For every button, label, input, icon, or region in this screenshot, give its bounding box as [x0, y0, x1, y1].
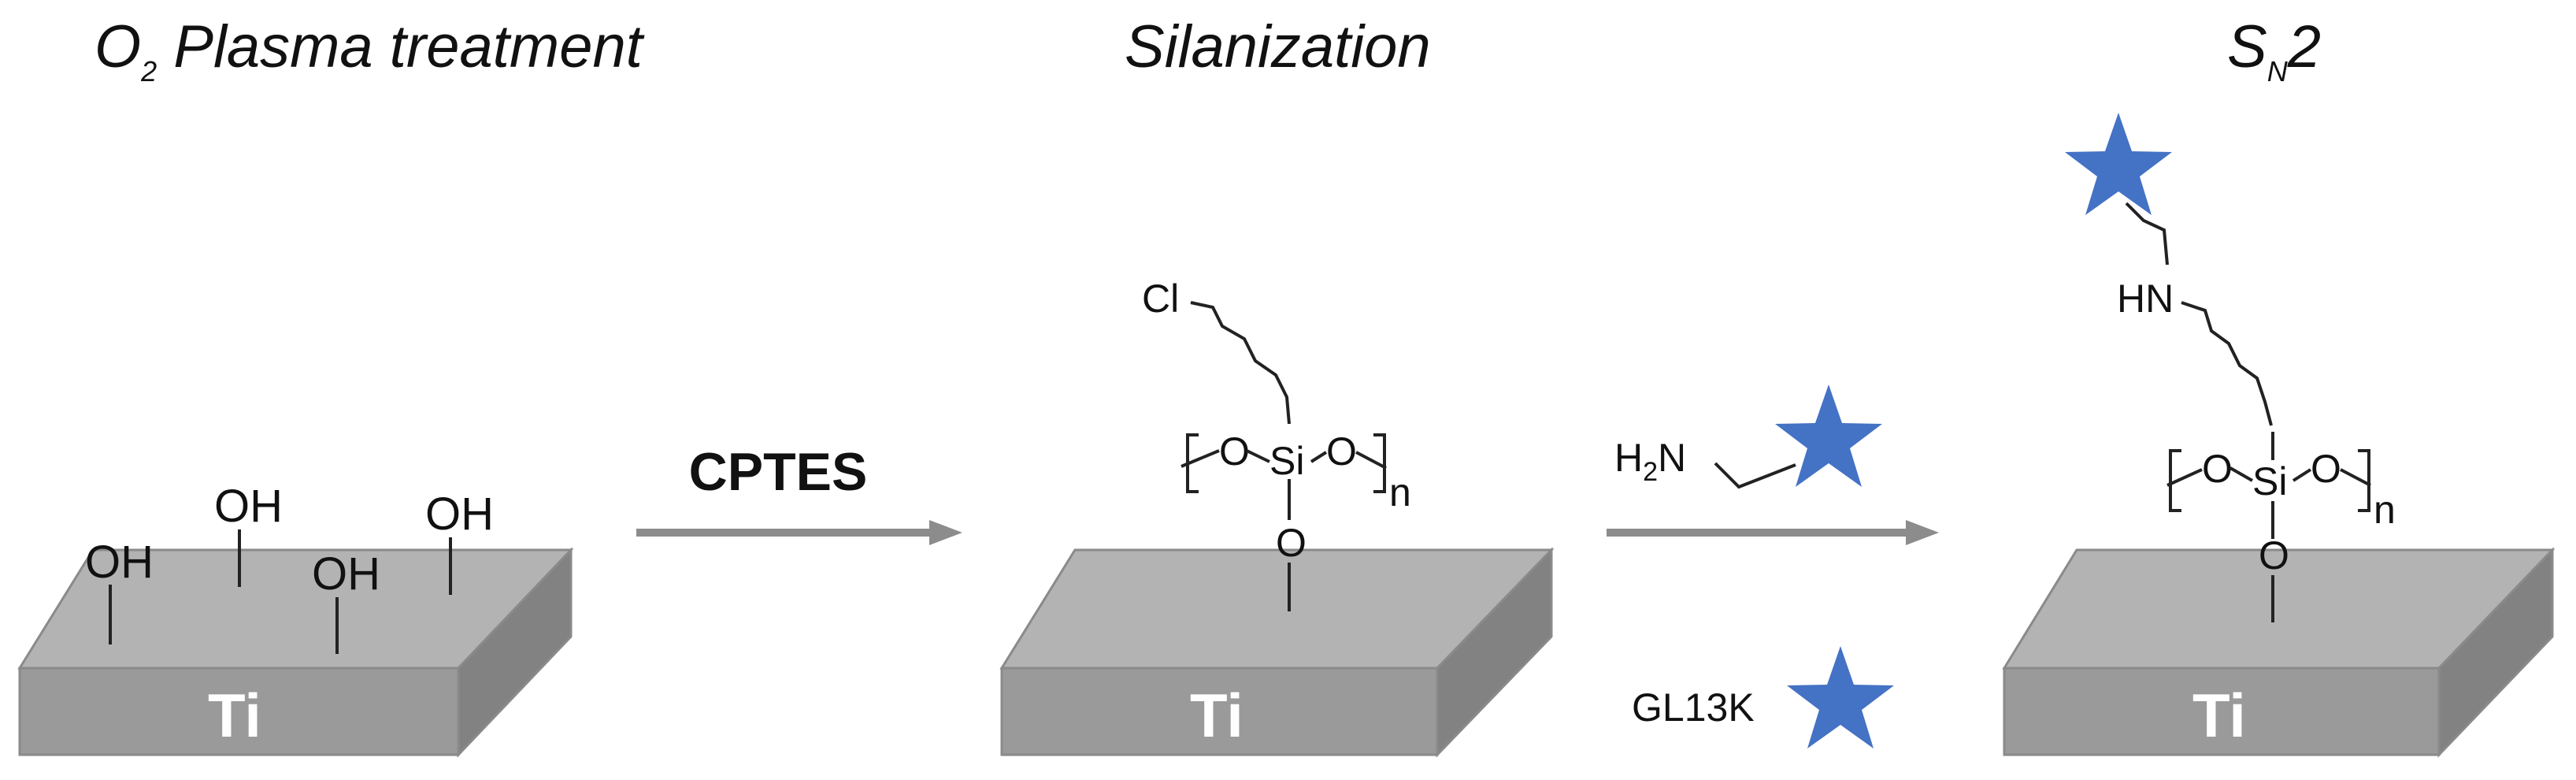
amine-hn: HN	[2117, 277, 2174, 321]
step1-title: O2 Plasma treatment	[95, 13, 645, 87]
oh-group-2: OH	[214, 481, 283, 532]
step2-title: Silanization	[1125, 13, 1431, 80]
oxygen-surface: O	[1276, 521, 1307, 565]
chloropropyl-silane: Cl Si O O n O	[1142, 277, 1411, 611]
silicon-atom: Si	[1269, 439, 1304, 483]
repeat-n: n	[2374, 488, 2396, 532]
star-icon	[1787, 646, 1894, 748]
oxygen-left: O	[1219, 429, 1250, 474]
gl13k-label: GL13K	[1632, 685, 1755, 730]
slab-side	[457, 547, 573, 758]
oh-group-4: OH	[425, 488, 494, 540]
gl13k-legend: GL13K	[1632, 646, 1894, 748]
slab-side	[1436, 547, 1553, 758]
repeat-n: n	[1389, 470, 1411, 514]
arrow-cptes: CPTES	[636, 442, 962, 545]
star-icon	[2065, 113, 2172, 215]
oh-group-3: OH	[312, 548, 380, 600]
slab-side	[2437, 547, 2554, 758]
amine-reagent: H2N	[1614, 384, 1882, 489]
reagent-cptes: CPTES	[689, 442, 868, 502]
chlorine-atom: Cl	[1142, 277, 1179, 321]
ti-substrate-3: Ti	[2002, 547, 2556, 758]
ti-substrate-1: Ti	[17, 547, 574, 758]
arrow-sn2	[1607, 520, 1939, 545]
hydroxyl-groups: OH OH OH OH	[85, 481, 494, 654]
slab-label: Ti	[1190, 681, 1244, 750]
slab-label: Ti	[208, 681, 261, 750]
ti-substrate-2: Ti	[999, 547, 1555, 758]
star-icon	[1775, 384, 1882, 487]
peptide-grafted-silane: HN Si O O n O	[2065, 113, 2396, 622]
step3-title: SN2	[2227, 13, 2321, 87]
oxygen-right: O	[2311, 447, 2341, 491]
oxygen-right: O	[1326, 429, 1357, 474]
amine-label: H2N	[1614, 436, 1686, 487]
silicon-atom: Si	[2252, 459, 2287, 503]
oh-group-1: OH	[85, 537, 154, 588]
oxygen-left: O	[2202, 447, 2233, 491]
slab-label: Ti	[2192, 681, 2246, 750]
oxygen-surface: O	[2259, 533, 2289, 578]
